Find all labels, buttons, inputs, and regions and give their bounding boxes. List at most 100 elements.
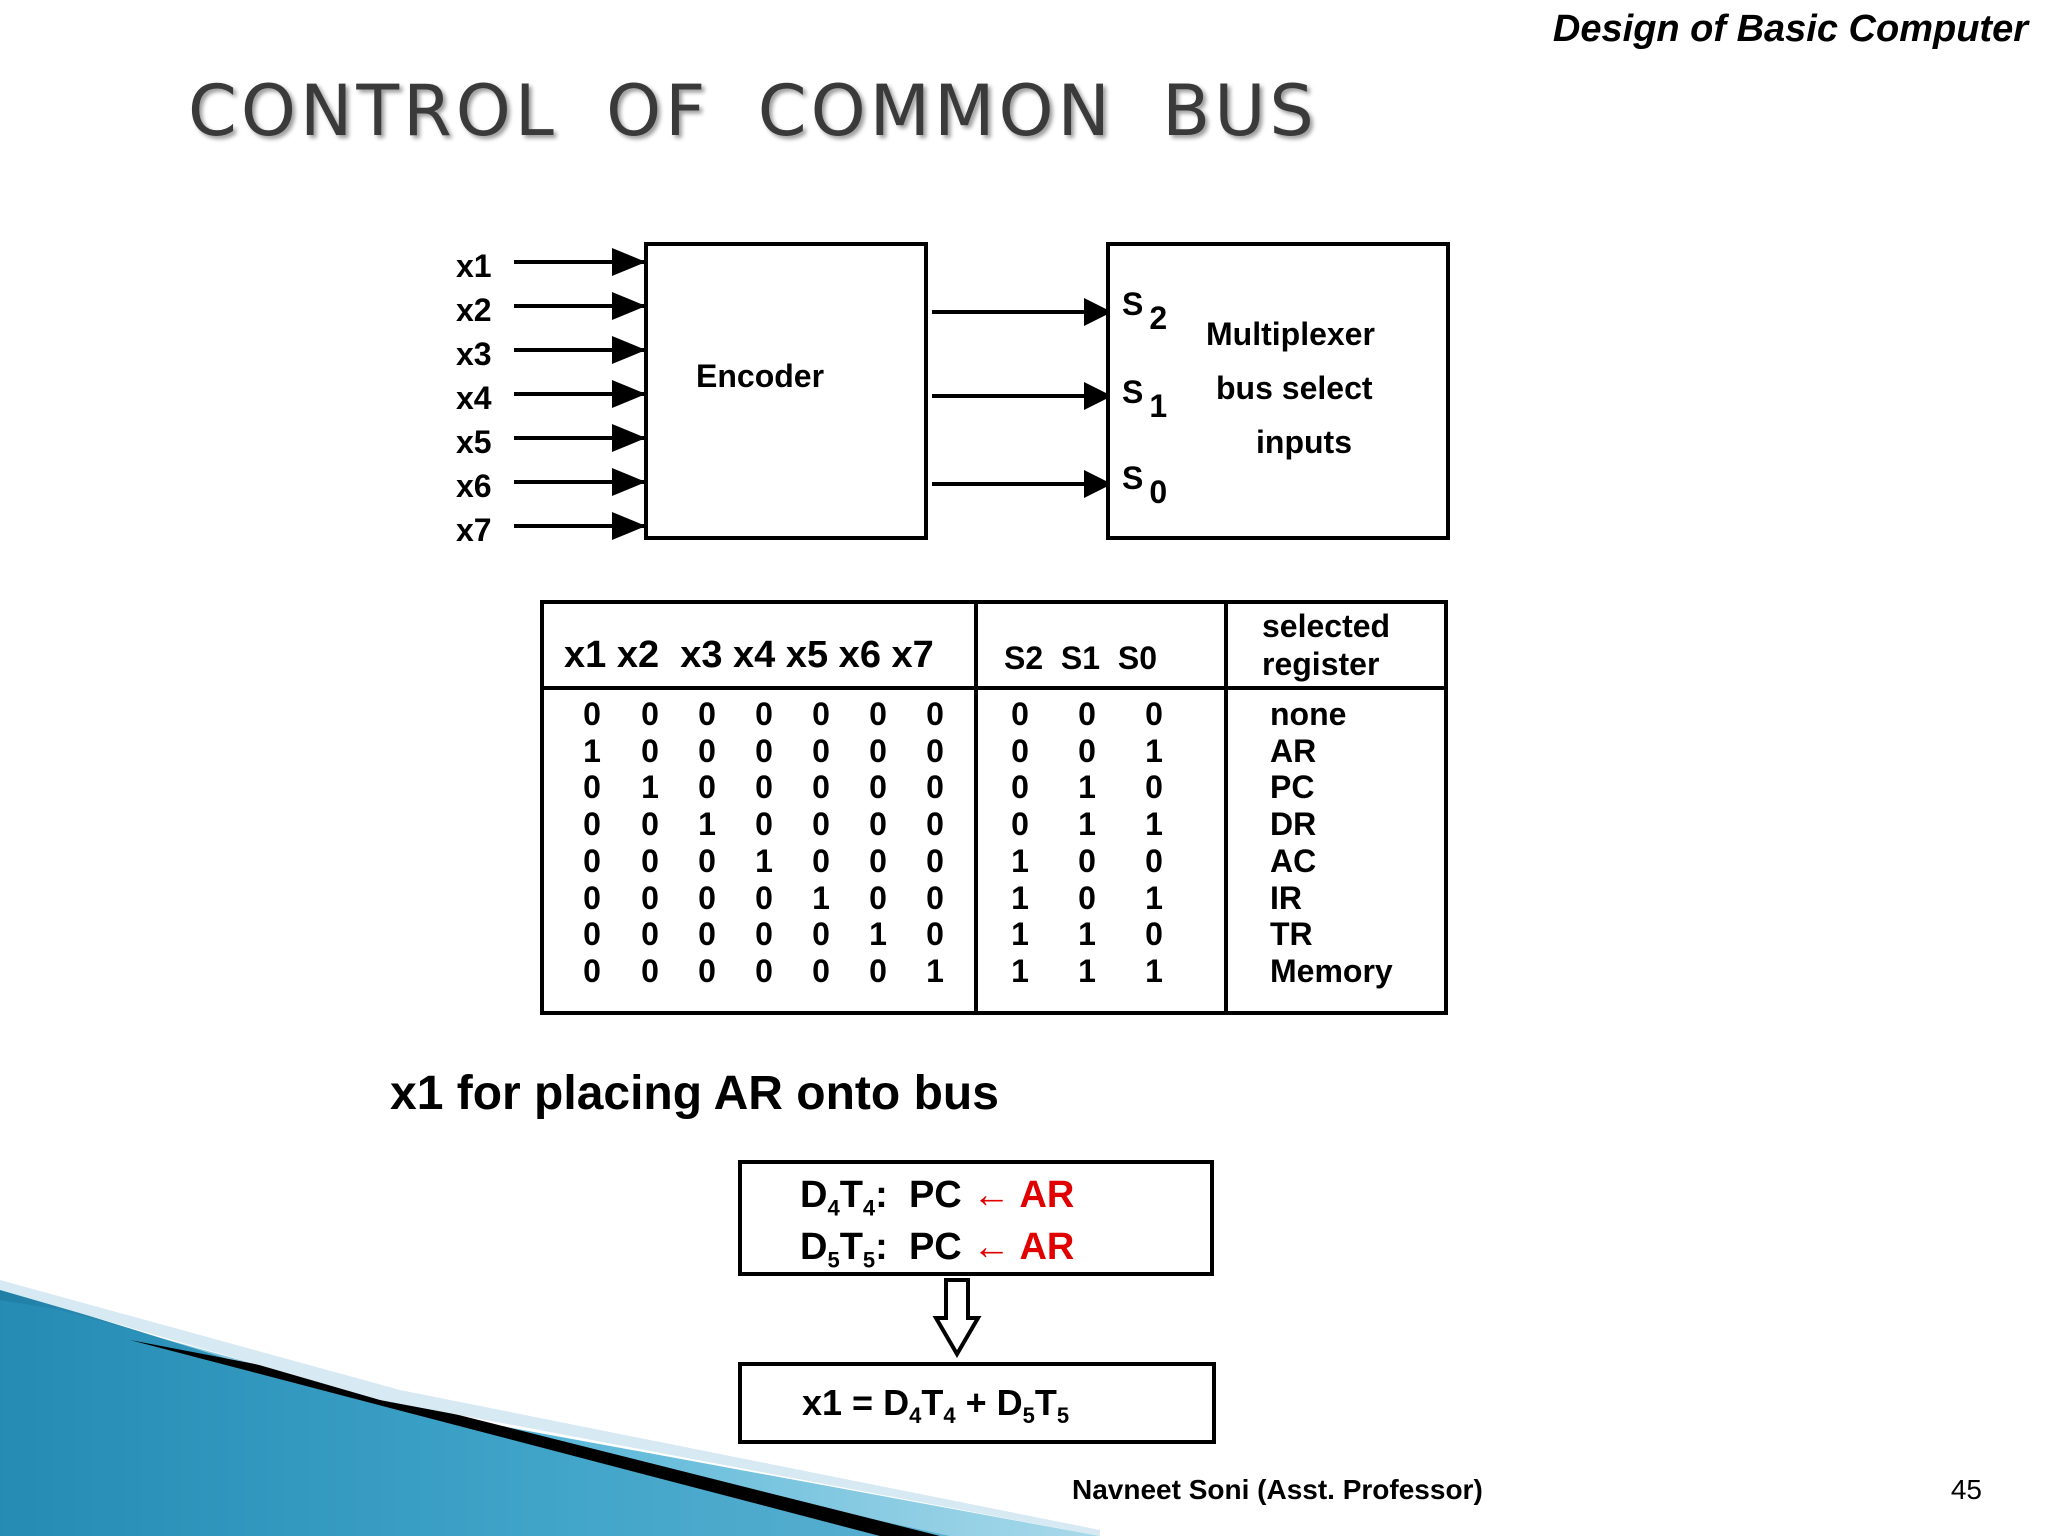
table-cell-s2: 0 [1011, 733, 1029, 769]
table-cell-s2: 0 [1011, 806, 1029, 842]
table-cell-x5: 0 [812, 843, 830, 879]
table-cell-s1: 0 [1078, 696, 1096, 732]
table-cell-x3: 0 [698, 733, 716, 769]
input-label-x5: x5 [456, 424, 492, 460]
table-cell-x4: 0 [755, 769, 773, 805]
input-label-x1: x1 [456, 248, 492, 284]
table-cell-x4: 0 [755, 953, 773, 989]
table-cell-x3: 0 [698, 843, 716, 879]
equation: x1 = D4T4 + D5T5 [802, 1382, 1070, 1429]
mux-label-line1: Multiplexer [1206, 316, 1375, 352]
table-cell-x3: 0 [698, 769, 716, 805]
table-cell-x4: 0 [755, 696, 773, 732]
table-cell-register: AC [1270, 843, 1317, 879]
table-cell-x2: 0 [641, 916, 659, 952]
table-cell-x3: 0 [698, 953, 716, 989]
encoder-label: Encoder [696, 358, 825, 394]
table-cell-s0: 1 [1145, 733, 1163, 769]
input-label-x3: x3 [456, 336, 492, 372]
table-cell-x1: 0 [583, 696, 601, 732]
table-cell-register: none [1270, 696, 1347, 732]
table-cell-s0: 1 [1145, 806, 1163, 842]
table-header-x: x1 x2 x3 x4 x5 x6 x7 [564, 634, 934, 676]
table-cell-x3: 1 [698, 806, 716, 842]
table-cell-s2: 0 [1011, 769, 1029, 805]
table-cell-register: AR [1270, 733, 1317, 769]
statement-2: D5T5: PC ← AR [800, 1226, 1075, 1273]
input-label-x7: x7 [456, 512, 492, 548]
table-cell-register: TR [1270, 916, 1313, 952]
table-cell-x7: 1 [926, 953, 944, 989]
table-cell-x6: 0 [869, 843, 887, 879]
table-cell-x4: 0 [755, 880, 773, 916]
table-cell-s1: 0 [1078, 880, 1096, 916]
table-cell-s0: 1 [1145, 953, 1163, 989]
table-cell-x6: 0 [869, 733, 887, 769]
input-label-x6: x6 [456, 468, 492, 504]
table-cell-x5: 1 [812, 880, 830, 916]
footer-author: Navneet Soni (Asst. Professor) [1072, 1474, 1483, 1505]
table-cell-x2: 0 [641, 953, 659, 989]
statement-1: D4T4: PC ← AR [800, 1174, 1075, 1221]
table-cell-x4: 0 [755, 806, 773, 842]
slide-title: CONTROL OF COMMON BUS [188, 70, 1318, 152]
table-cell-s1: 0 [1078, 733, 1096, 769]
encoder-box: Encoder [644, 242, 928, 540]
table-cell-x2: 0 [641, 843, 659, 879]
mux-label-line2: bus select [1216, 370, 1373, 406]
table-cell-register: PC [1270, 769, 1315, 805]
table-cell-x7: 0 [926, 733, 944, 769]
table-cell-x5: 0 [812, 769, 830, 805]
input-label-x4: x4 [456, 380, 492, 416]
table-cell-x2: 0 [641, 733, 659, 769]
table-cell-x6: 0 [869, 769, 887, 805]
table-cell-x1: 0 [583, 769, 601, 805]
table-cell-x5: 0 [812, 916, 830, 952]
table-cell-x6: 0 [869, 806, 887, 842]
table-cell-s2: 1 [1011, 916, 1029, 952]
table-cell-s0: 0 [1145, 696, 1163, 732]
table-header-s: S2 S1 S0 [1004, 640, 1157, 676]
table-cell-s2: 1 [1011, 880, 1029, 916]
table-cell-x7: 0 [926, 916, 944, 952]
table-cell-register: Memory [1270, 953, 1393, 989]
statements-box: D4T4: PC ← AR D5T5: PC ← AR [738, 1160, 1214, 1276]
table-cell-x2: 0 [641, 696, 659, 732]
table-cell-s2: 1 [1011, 843, 1029, 879]
table-cell-x3: 0 [698, 916, 716, 952]
table-cell-x1: 1 [583, 733, 601, 769]
table-header-register-1: selected [1262, 608, 1391, 644]
decorative-swoosh [0, 1280, 1100, 1536]
table-cell-x5: 0 [812, 696, 830, 732]
table-cell-x1: 0 [583, 916, 601, 952]
mux-label-line3: inputs [1256, 424, 1352, 460]
table-header-register-2: register [1262, 646, 1380, 682]
table-cell-x4: 0 [755, 733, 773, 769]
table-cell-s0: 0 [1145, 843, 1163, 879]
table-cell-s1: 1 [1078, 916, 1096, 952]
table-cell-x7: 0 [926, 880, 944, 916]
table-cell-s1: 1 [1078, 769, 1096, 805]
table-cell-s2: 0 [1011, 696, 1029, 732]
table-cell-x6: 1 [869, 916, 887, 952]
table-cell-x1: 0 [583, 806, 601, 842]
table-cell-s1: 1 [1078, 953, 1096, 989]
table-cell-x1: 0 [583, 880, 601, 916]
input-label-x2: x2 [456, 292, 492, 328]
table-cell-register: DR [1270, 806, 1317, 842]
subtitle: x1 for placing AR onto bus [390, 1067, 999, 1120]
table-cell-x6: 0 [869, 880, 887, 916]
table-cell-x5: 0 [812, 806, 830, 842]
page-number: 45 [1950, 1474, 1982, 1505]
table-cell-s2: 1 [1011, 953, 1029, 989]
table-cell-x4: 1 [755, 843, 773, 879]
table-column-divider-1 [974, 600, 978, 1015]
table-cell-x7: 0 [926, 769, 944, 805]
table-cell-x3: 0 [698, 880, 716, 916]
table-cell-x7: 0 [926, 806, 944, 842]
table-cell-s1: 1 [1078, 806, 1096, 842]
table-cell-x2: 0 [641, 880, 659, 916]
table-cell-s1: 0 [1078, 843, 1096, 879]
